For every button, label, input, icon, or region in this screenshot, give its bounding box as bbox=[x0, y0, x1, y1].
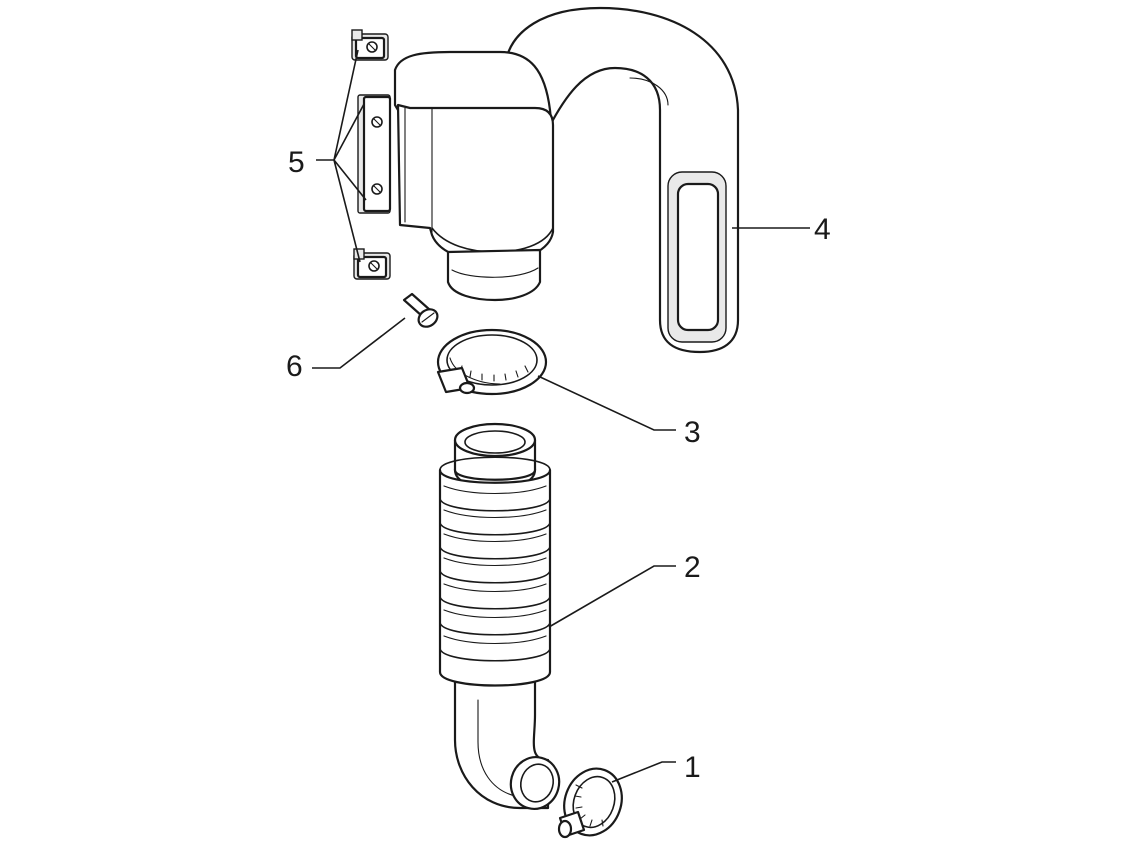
clip-nut-top bbox=[351, 29, 389, 61]
leader-1 bbox=[611, 761, 676, 783]
part-2-bellows-hose bbox=[438, 422, 561, 810]
callout-2: 2 bbox=[684, 551, 701, 584]
callout-labels: 1 2 3 4 5 6 bbox=[286, 146, 831, 784]
callout-4: 4 bbox=[814, 213, 831, 246]
leader-lines bbox=[312, 49, 810, 783]
mounting-bracket bbox=[357, 94, 392, 214]
callout-5: 5 bbox=[288, 146, 305, 179]
callout-1: 1 bbox=[684, 751, 701, 784]
callout-6: 6 bbox=[286, 350, 303, 383]
part-5-clips-bracket bbox=[351, 29, 392, 280]
leader-3 bbox=[537, 375, 676, 431]
part-1-hose-clamp bbox=[557, 767, 623, 839]
bellows-rings bbox=[438, 456, 552, 687]
housing-outlet bbox=[446, 248, 542, 302]
leader-5 bbox=[316, 49, 367, 263]
part-6-screw bbox=[402, 292, 439, 328]
leader-6 bbox=[312, 317, 406, 369]
leader-2 bbox=[548, 565, 676, 628]
part-3-hose-clamp bbox=[436, 328, 548, 396]
clip-nut-bottom bbox=[353, 248, 391, 280]
part-4-intake-housing bbox=[393, 6, 740, 354]
housing-body bbox=[396, 103, 555, 264]
callout-3: 3 bbox=[684, 416, 701, 449]
